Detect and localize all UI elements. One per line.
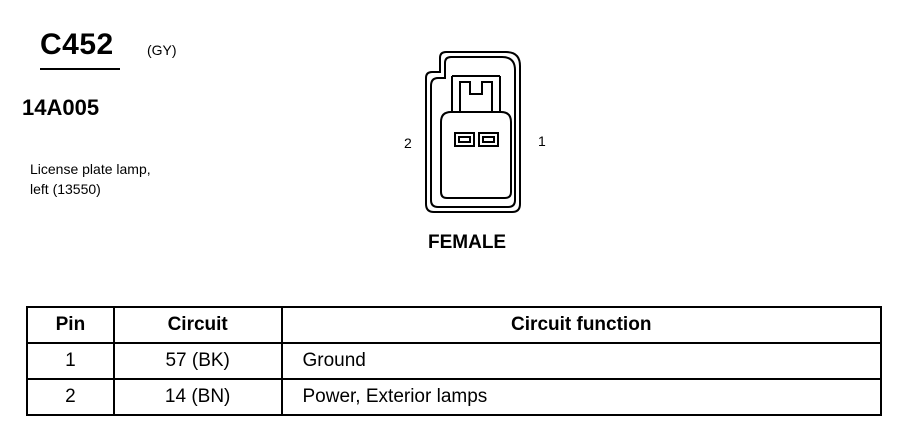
cell-circuit: 57 (BK) [112, 342, 283, 380]
connector-inner-housing [430, 56, 516, 208]
pin-label-1: 1 [538, 133, 546, 149]
cell-pin: 1 [26, 342, 115, 380]
connector-id: C452 [40, 28, 114, 61]
table-header-row: Pin Circuit Circuit function [26, 306, 882, 344]
connector-outer-housing [425, 51, 521, 213]
cell-circuit-function: Power, Exterior lamps [280, 378, 882, 416]
connector-latch-tab [459, 81, 493, 113]
connector-id-underline [40, 68, 120, 70]
terminal-cavity-pin-1 [478, 132, 499, 147]
terminal-contact-pin-2 [458, 136, 471, 143]
terminal-contact-pin-1 [482, 136, 495, 143]
connector-gender-label: FEMALE [428, 232, 507, 253]
part-number: 14A005 [22, 95, 100, 120]
header-pin: Pin [26, 306, 115, 344]
pin-circuit-table: Pin Circuit Circuit function 1 57 (BK) G… [26, 306, 882, 416]
connector-description-line1: License plate lamp, [30, 161, 151, 177]
connector-latch [451, 75, 501, 112]
cell-circuit-function: Ground [280, 342, 882, 380]
connector-body [440, 111, 512, 199]
terminal-cavity-pin-2 [454, 132, 475, 147]
connector-face-diagram [425, 51, 521, 213]
connector-color: (GY) [147, 42, 177, 58]
header-circuit-function: Circuit function [280, 306, 882, 344]
pin-label-2: 2 [404, 135, 412, 151]
cell-pin: 2 [26, 378, 115, 416]
table-row: 2 14 (BN) Power, Exterior lamps [26, 378, 882, 416]
table-row: 1 57 (BK) Ground [26, 342, 882, 380]
cell-circuit: 14 (BN) [112, 378, 283, 416]
connector-description-line2: left (13550) [30, 181, 101, 197]
header-circuit: Circuit [112, 306, 283, 344]
